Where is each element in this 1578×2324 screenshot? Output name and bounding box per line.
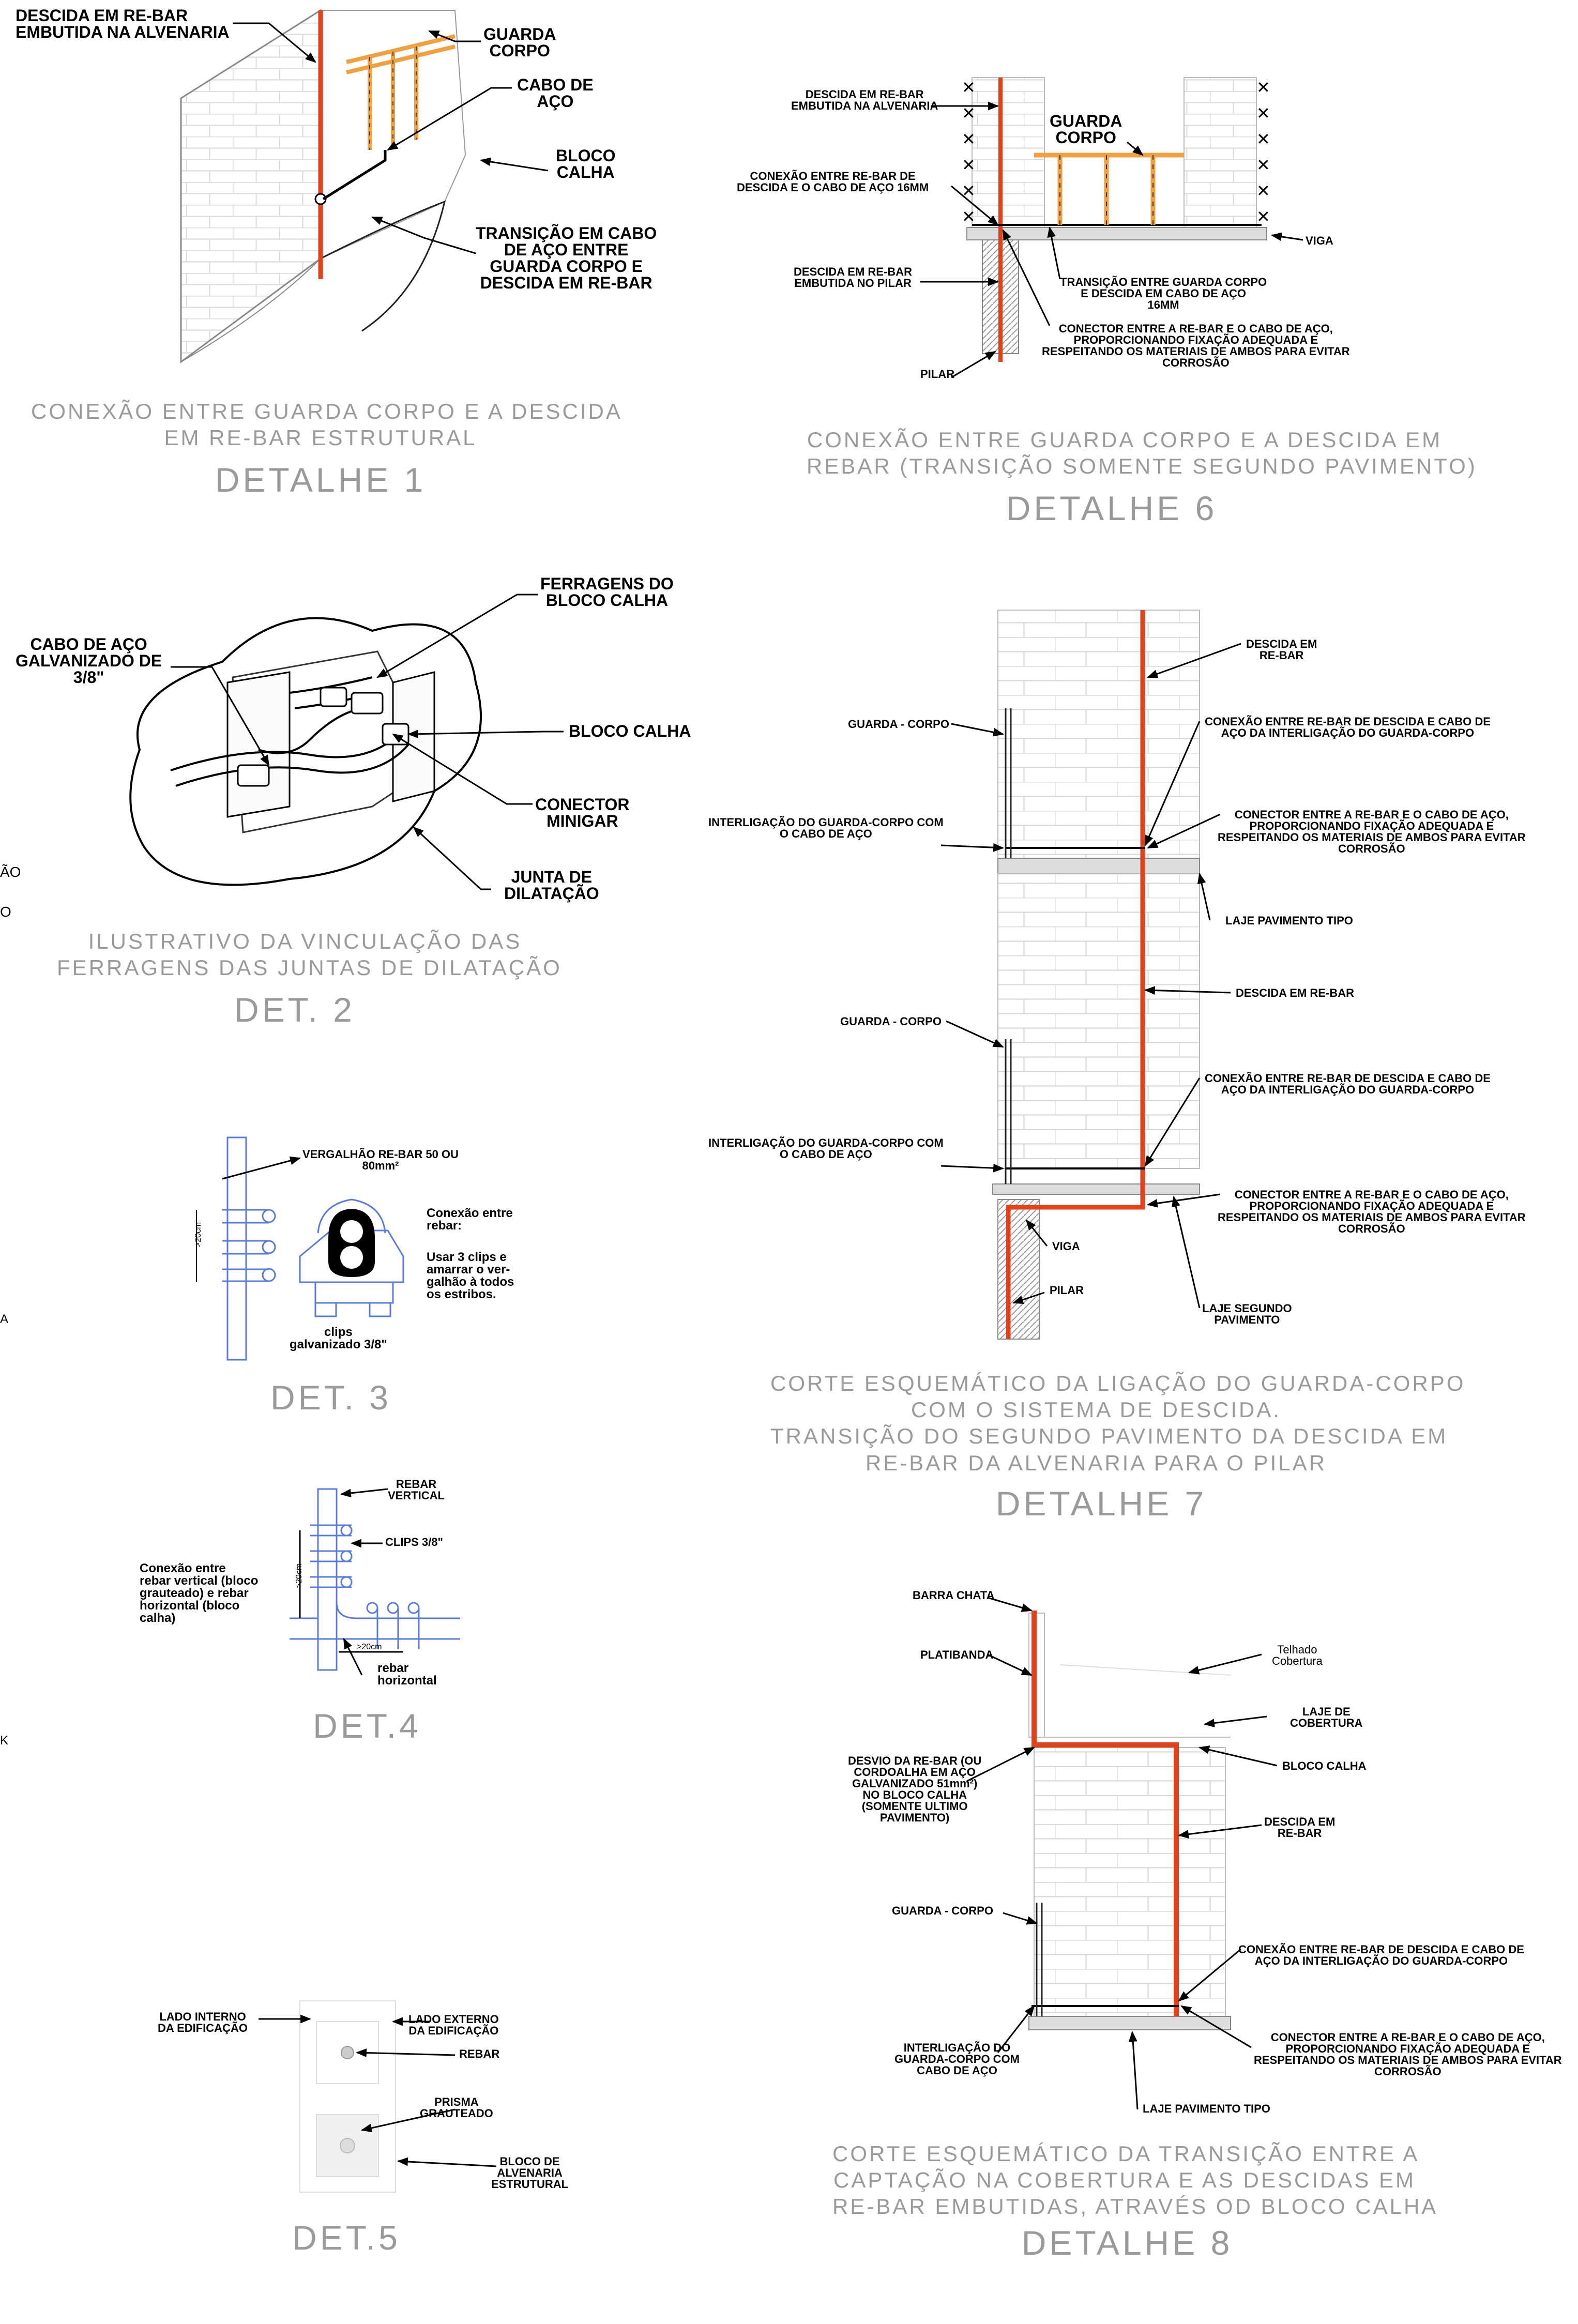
d4-label-dim-v: >20cm xyxy=(295,1563,304,1589)
d3-label-dim: >20cm xyxy=(194,1222,203,1248)
svg-text:✕: ✕ xyxy=(962,155,976,175)
edge-mark-c: A xyxy=(0,1312,9,1326)
svg-text:✕: ✕ xyxy=(1256,129,1270,149)
d4-label-clips: CLIPS 3/8" xyxy=(385,1536,443,1548)
d7-label-laje-seg: LAJE SEGUNDO PAVIMENTO xyxy=(1202,1302,1292,1326)
d3-label-conexao: Conexão entre rebar: xyxy=(427,1206,513,1233)
d6-label-conexao: CONEXÃO ENTRE RE-BAR DE DESCIDA E O CABO… xyxy=(737,170,929,194)
d4-label-rebar-h: rebar horizontal xyxy=(377,1661,437,1688)
detail-4-leaders xyxy=(299,1488,403,1676)
d7-label-conexao2: CONEXÃO ENTRE RE-BAR DE DESCIDA E CABO D… xyxy=(1205,1072,1491,1096)
d5-label-prisma: PRISMA GRAUTEADO xyxy=(420,2095,493,2120)
d5-title: DET.5 xyxy=(292,2219,401,2257)
svg-text:✕: ✕ xyxy=(1256,78,1270,97)
edge-mark-b: O xyxy=(0,904,11,920)
d1-title: DETALHE 1 xyxy=(215,461,427,499)
d6-label-transicao: TRANSIÇÃO ENTRE GUARDA CORPO E DESCIDA E… xyxy=(1060,276,1267,311)
d8-label-desvio: DESVIO DA RE-BAR (OU CORDOALHA EM AÇO GA… xyxy=(848,1754,982,1824)
d7-label-descida-top: DESCIDA EM RE-BAR xyxy=(1246,637,1317,662)
d6-caption: CONEXÃO ENTRE GUARDA CORPO E A DESCIDA E… xyxy=(807,428,1477,479)
d6-label-viga: VIGA xyxy=(1306,234,1333,247)
detail-5-drawing xyxy=(259,2000,497,2193)
d3-title: DET. 3 xyxy=(270,1378,392,1417)
d8-label-conector: CONECTOR ENTRE A RE-BAR E O CABO DE AÇO,… xyxy=(1254,2031,1562,2078)
d6-label-pilar: PILAR xyxy=(920,368,954,381)
svg-text:✕: ✕ xyxy=(1256,181,1270,201)
d3-label-clips: clips galvanizado 3/8" xyxy=(290,1325,387,1351)
d4-label-dim-h: >20cm xyxy=(357,1643,382,1651)
d8-label-laje-cob: LAJE DE COBERTURA xyxy=(1290,1705,1363,1729)
d8-caption: CORTE ESQUEMÁTICO DA TRANSIÇÃO ENTRE A C… xyxy=(832,2141,1438,2219)
d8-label-barra: BARRA CHATA xyxy=(913,1589,995,1602)
d8-label-telhado: Telhado Cobertura xyxy=(1272,1643,1323,1667)
d1-label-descida: DESCIDA EM RE-BAR EMBUTIDA NA ALVENARIA xyxy=(16,6,230,41)
svg-text:✕: ✕ xyxy=(962,207,976,226)
d2-label-junta: JUNTA DE DILATAÇÃO xyxy=(504,868,599,903)
svg-text:✕: ✕ xyxy=(962,78,976,97)
d8-label-conexao: CONEXÃO ENTRE RE-BAR DE DESCIDA E CABO D… xyxy=(1238,1943,1524,1967)
d1-label-cabo: CABO DE AÇO xyxy=(517,75,594,111)
svg-text:✕: ✕ xyxy=(1256,103,1270,123)
d2-label-conector: CONECTOR MINIGAR xyxy=(535,795,630,830)
d1-caption: CONEXÃO ENTRE GUARDA CORPO E A DESCIDA E… xyxy=(31,399,623,450)
detail-6-drawing: ✕✕✕ ✕✕✕ ✕✕✕ ✕✕✕ xyxy=(920,77,1303,378)
d8-label-interlig: INTERLIGAÇÃO DO GUARDA-CORPO COM CABO DE… xyxy=(894,2041,1020,2077)
d3-label-vergalhao: VERGALHÃO RE-BAR 50 OU 80mm² xyxy=(302,1148,459,1172)
d6-title: DETALHE 6 xyxy=(1006,489,1218,527)
d3-label-usar: Usar 3 clips e amarrar o ver- galhão à t… xyxy=(427,1250,514,1301)
d6-label-guarda: GUARDA CORPO xyxy=(1050,112,1122,147)
d2-caption: ILUSTRATIVO DA VINCULAÇÃO DAS FERRAGENS … xyxy=(57,929,562,980)
d5-label-bloco: BLOCO DE ALVENARIA ESTRUTURAL xyxy=(491,2155,569,2191)
d4-label-conexao: Conexão entre rebar vertical (bloco grau… xyxy=(140,1561,259,1625)
d8-label-descida: DESCIDA EM RE-BAR xyxy=(1264,1815,1336,1840)
detail-1-drawing xyxy=(180,9,549,363)
detail-2-drawing xyxy=(129,594,564,890)
d2-label-bloco: BLOCO CALHA xyxy=(569,722,691,740)
d7-label-interlig2: INTERLIGAÇÃO DO GUARDA-CORPO COM O CABO … xyxy=(708,1136,944,1161)
d8-label-laje: LAJE PAVIMENTO TIPO xyxy=(1143,2102,1270,2115)
svg-text:✕: ✕ xyxy=(1256,155,1270,175)
d7-label-pilar: PILAR xyxy=(1050,1284,1084,1297)
svg-text:✕: ✕ xyxy=(962,181,976,201)
d8-label-guarda: GUARDA - CORPO xyxy=(892,1904,993,1917)
d7-label-laje: LAJE PAVIMENTO TIPO xyxy=(1225,914,1353,927)
d7-label-viga: VIGA xyxy=(1052,1240,1080,1253)
edge-mark-a: ÃO xyxy=(0,864,21,880)
d8-label-platibanda: PLATIBANDA xyxy=(920,1648,994,1661)
d5-label-rebar: REBAR xyxy=(459,2047,500,2060)
d7-label-descida-mid: DESCIDA EM RE-BAR xyxy=(1236,986,1354,999)
d7-label-conector2: CONECTOR ENTRE A RE-BAR E O CABO DE AÇO,… xyxy=(1218,1188,1526,1235)
d2-label-cabo: CABO DE AÇO GALVANIZADO DE 3/8" xyxy=(16,635,162,687)
d1-label-guarda: GUARDA CORPO xyxy=(483,25,556,60)
d8-label-bloco: BLOCO CALHA xyxy=(1282,1759,1367,1772)
detail-3-drawing xyxy=(222,1136,404,1361)
d7-label-interlig1: INTERLIGAÇÃO DO GUARDA-CORPO COM O CABO … xyxy=(708,816,944,840)
detail-7-drawing xyxy=(940,610,1241,1340)
svg-text:✕: ✕ xyxy=(1256,207,1270,226)
d7-label-guarda1: GUARDA - CORPO xyxy=(848,718,949,731)
detail-8-drawing xyxy=(966,1597,1278,2110)
d4-title: DET.4 xyxy=(313,1707,421,1745)
d6-label-descida: DESCIDA EM RE-BAR EMBUTIDA NA ALVENARIA xyxy=(791,88,938,112)
d5-label-externo: LADO EXTERNO DA EDIFICAÇÃO xyxy=(408,2013,499,2037)
svg-text:✕: ✕ xyxy=(962,129,976,149)
d7-caption: CORTE ESQUEMÁTICO DA LIGAÇÃO DO GUARDA-C… xyxy=(770,1371,1466,1475)
d5-label-interno: LADO INTERNO DA EDIFICAÇÃO xyxy=(158,2010,248,2034)
edge-mark-d: K xyxy=(0,1734,9,1748)
d7-title: DETALHE 7 xyxy=(995,1484,1207,1523)
d1-label-transicao: TRANSIÇÃO EM CABO DE AÇO ENTRE GUARDA CO… xyxy=(476,224,657,292)
d7-label-conector1: CONECTOR ENTRE A RE-BAR E O CABO DE AÇO,… xyxy=(1218,808,1526,855)
d8-title: DETALHE 8 xyxy=(1021,2224,1233,2262)
detail-4-drawing xyxy=(290,1488,460,1671)
d6-label-descida-pilar: DESCIDA EM RE-BAR EMBUTIDA NO PILAR xyxy=(794,265,912,290)
detail-3-clip-fill xyxy=(196,1156,375,1282)
d7-label-conexao1: CONEXÃO ENTRE RE-BAR DE DESCIDA E CABO D… xyxy=(1205,715,1491,739)
d4-label-rebar-v: REBAR VERTICAL xyxy=(388,1478,445,1502)
d2-label-ferragens: FERRAGENS DO BLOCO CALHA xyxy=(540,574,674,610)
d1-label-bloco: BLOCO CALHA xyxy=(556,146,616,181)
d6-label-conector: CONECTOR ENTRE A RE-BAR E O CABO DE AÇO,… xyxy=(1042,322,1350,369)
d2-title: DET. 2 xyxy=(234,991,356,1029)
d7-label-guarda2: GUARDA - CORPO xyxy=(840,1015,942,1028)
